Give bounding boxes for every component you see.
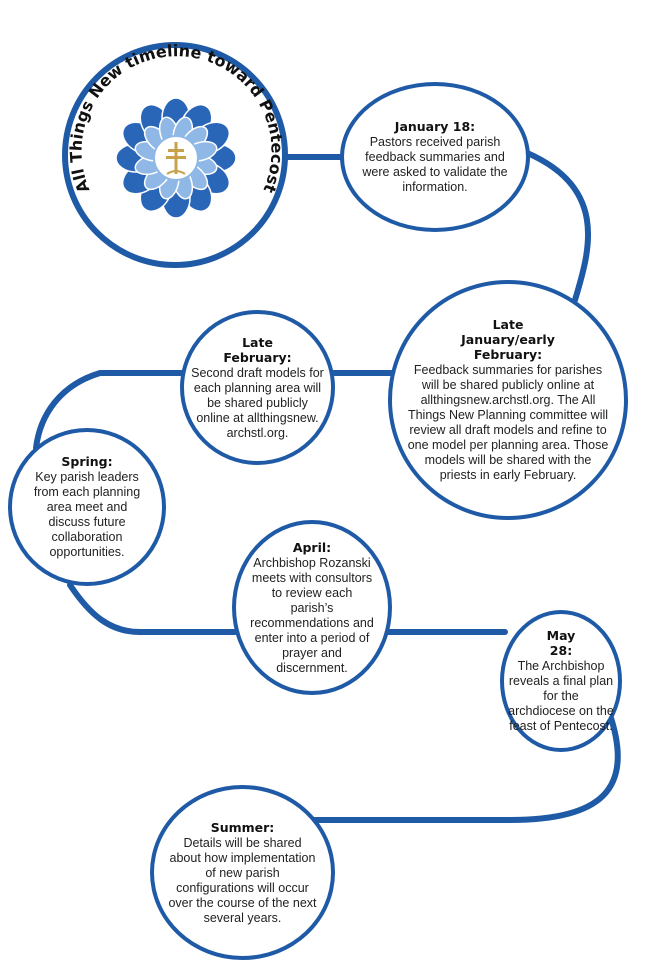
event-text: Key parish leaders from each planning ar… <box>33 470 141 559</box>
event-april: April: Archbishop Rozanski meets with co… <box>232 520 392 695</box>
event-late-jan: Late January/early February: Feedback su… <box>388 280 628 520</box>
event-date: Summer: <box>210 819 275 835</box>
event-date: January 18: <box>394 119 476 134</box>
event-text: Archbishop Rozanski meets with consultor… <box>250 555 374 675</box>
event-summer: Summer: Details will be shared about how… <box>150 785 335 960</box>
event-jan-18: January 18: Pastors received parish feed… <box>340 82 530 232</box>
cross-bar-middle <box>166 156 186 159</box>
timeline-connector <box>33 147 621 823</box>
event-date: May 28: <box>546 628 576 658</box>
event-text: The Archbishop reveals a final plan for … <box>508 659 614 733</box>
flower-cross-icon <box>115 97 237 219</box>
cross-base <box>166 170 186 175</box>
event-late-feb: Late February: Second draft models for e… <box>180 310 335 465</box>
event-spring: Spring: Key parish leaders from each pla… <box>8 428 166 586</box>
event-date: Late January/early February: <box>461 317 555 362</box>
event-may-28: May 28: The Archbishop reveals a final p… <box>500 610 622 752</box>
event-text: Second draft models for each planning ar… <box>191 365 324 440</box>
cross-bar-top <box>168 149 184 152</box>
event-date: Spring: <box>61 454 113 469</box>
event-date: April: <box>292 539 332 555</box>
title-emblem: All Things New timeline toward Pentecost <box>62 41 288 268</box>
event-text: Details will be shared about how impleme… <box>168 835 317 925</box>
event-text: Feedback summaries for parishes will be … <box>407 363 609 482</box>
event-date: Late February: <box>223 334 292 365</box>
event-text: Pastors received parish feedback summari… <box>362 135 508 194</box>
